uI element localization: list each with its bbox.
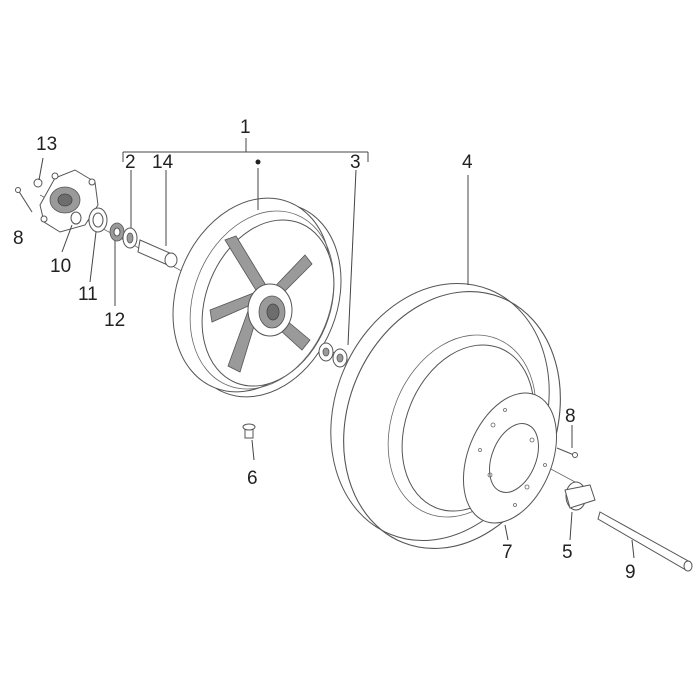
- bearing-part: [109, 222, 125, 306]
- callout-8-left: 8: [13, 228, 24, 249]
- bolt-left-part: [15, 187, 33, 213]
- callout-13: 13: [36, 134, 57, 155]
- callout-3: 3: [350, 152, 361, 173]
- callout-12: 12: [104, 310, 125, 331]
- bolt-right-part: [556, 425, 578, 458]
- callout-6: 6: [247, 468, 258, 489]
- callout-8-right: 8: [565, 406, 576, 427]
- speedo-drive-part: [564, 481, 596, 541]
- callout-4: 4: [462, 152, 473, 173]
- callout-1: 1: [240, 117, 251, 138]
- bracket-dot: [255, 159, 261, 165]
- callout-10: 10: [50, 256, 71, 277]
- bearing-ring-part: [88, 207, 108, 283]
- seal-ring-part: [61, 211, 82, 253]
- callout-9: 9: [625, 562, 636, 583]
- valve-part: [242, 423, 256, 461]
- hub-bearings-part: [318, 169, 357, 368]
- spacer-tube-part: [137, 170, 178, 268]
- hub-flange-part: [33, 157, 99, 233]
- group-bracket: [122, 138, 369, 165]
- brake-disc-part: [462, 392, 558, 541]
- callout-5: 5: [562, 542, 573, 563]
- callout-11: 11: [78, 284, 98, 305]
- spacer-rings-part: [122, 170, 138, 249]
- callout-2: 2: [125, 152, 136, 173]
- axle-part: [597, 511, 693, 572]
- wheel-rim-part: [172, 168, 342, 398]
- tyre-part: [330, 175, 561, 549]
- callout-14: 14: [152, 152, 174, 173]
- callout-7: 7: [502, 542, 513, 563]
